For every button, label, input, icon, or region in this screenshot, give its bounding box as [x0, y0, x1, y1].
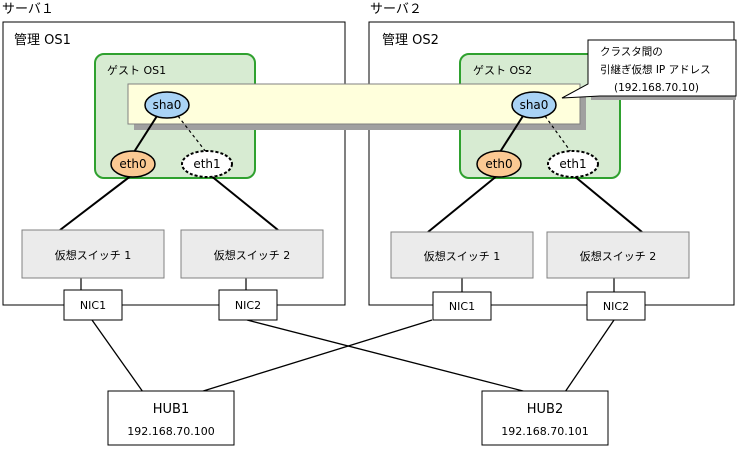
- cable-s1nic2-hub2: [246, 319, 528, 393]
- link-sha0-eth0-1: [133, 115, 158, 153]
- eth0-ellipse-1: [110, 150, 156, 178]
- eth0-label-1: eth0: [119, 157, 146, 171]
- nic1-server1: [63, 289, 123, 321]
- cable-s1nic1-hub1: [91, 319, 144, 393]
- switch1-label-2: 仮想スイッチ 1: [424, 249, 501, 263]
- hub1-name: HUB1: [153, 402, 189, 417]
- link-eth1-switch2-2: [572, 174, 643, 233]
- callout-box: [561, 39, 737, 99]
- eth1-ellipse-1: [181, 150, 233, 178]
- hub2-name: HUB2: [527, 402, 563, 417]
- link-sha0-eth0-2: [499, 115, 524, 153]
- nic1-label-2: NIC1: [449, 300, 475, 313]
- sha0-ellipse-2: [511, 91, 557, 119]
- eth1-ellipse-2: [547, 150, 599, 178]
- mgmt-os1-label: 管理 OS1: [14, 33, 71, 48]
- callout-line3: (192.168.70.10): [614, 82, 699, 94]
- guest-os1-label: ゲスト OS1: [107, 64, 166, 77]
- guest-os2-label: ゲスト OS2: [473, 64, 532, 77]
- hub2-ip: 192.168.70.101: [501, 425, 588, 438]
- link-eth0-switch1-1: [59, 174, 133, 231]
- nic2-label-2: NIC2: [603, 300, 629, 313]
- eth1-label-2: eth1: [559, 157, 586, 171]
- switch1-label-1: 仮想スイッチ 1: [55, 248, 132, 262]
- sha0-label-2: sha0: [520, 98, 549, 112]
- eth1-label-1: eth1: [193, 157, 220, 171]
- eth0-label-2: eth0: [485, 157, 512, 171]
- hub1-box: [107, 390, 235, 446]
- sha0-label-1: sha0: [153, 98, 182, 112]
- nic2-server1: [218, 289, 278, 321]
- server2-label: サーバ２: [370, 2, 422, 17]
- hub1-ip: 192.168.70.100: [127, 425, 214, 438]
- switch2-label-1: 仮想スイッチ 2: [214, 248, 291, 262]
- link-sha0-eth1-1: [177, 115, 207, 153]
- switch2-label-2: 仮想スイッチ 2: [580, 249, 657, 263]
- virtual-ip-band: [127, 83, 581, 125]
- server1-label: サーバ１: [2, 2, 54, 17]
- nic2-server2: [586, 291, 646, 321]
- hub2-box: [481, 390, 609, 446]
- virtual-switch2-server1: [180, 229, 324, 279]
- link-eth0-switch1-2: [427, 174, 499, 233]
- nic1-server2: [432, 291, 492, 321]
- link-sha0-eth1-2: [544, 115, 572, 153]
- cable-s2nic2-hub2: [564, 319, 615, 393]
- nic1-label-1: NIC1: [80, 299, 106, 312]
- link-eth1-switch2-1: [209, 174, 279, 231]
- virtual-switch1-server2: [390, 231, 534, 279]
- sha0-ellipse-1: [144, 91, 190, 119]
- virtual-switch1-server1: [21, 229, 165, 279]
- nic2-label-1: NIC2: [235, 299, 261, 312]
- eth0-ellipse-2: [476, 150, 522, 178]
- callout-line1: クラスタ間の: [600, 46, 663, 58]
- mgmt-os2-label: 管理 OS2: [382, 33, 439, 48]
- cable-s2nic1-hub1: [199, 319, 433, 393]
- callout-line2: 引継ぎ仮想 IP アドレス: [600, 63, 711, 76]
- virtual-switch2-server2: [546, 231, 690, 279]
